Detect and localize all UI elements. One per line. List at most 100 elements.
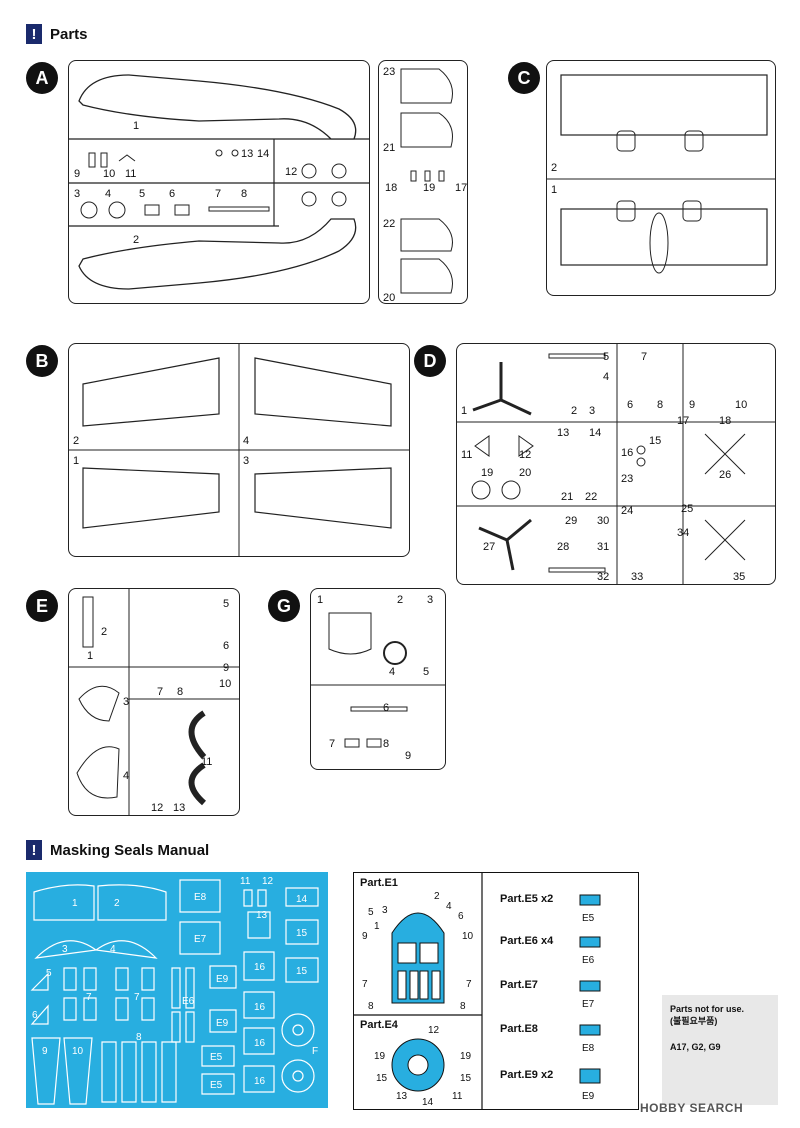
sprue-d-label: 10 — [735, 399, 747, 411]
not-for-use-box: Parts not for use. (불필요부품) A17, G2, G9 — [662, 995, 778, 1105]
sprue-g-frame: 1 2 3 4 5 6 7 8 9 — [310, 588, 446, 770]
sprue-a-small-parts — [80, 149, 347, 219]
sprue-b-drawing: 2 4 1 3 — [69, 344, 409, 556]
part-e9-swatch — [579, 1068, 601, 1084]
sprue-d-label: 8 — [657, 399, 663, 411]
sprue-d-label: 5 — [603, 351, 609, 363]
part-e6-swatch — [579, 936, 601, 948]
mask-label: 13 — [256, 910, 268, 921]
mask-label: 11 — [240, 876, 251, 887]
parts-header: ! Parts — [26, 24, 88, 44]
sprue-a-side-frame: 23 21 18 19 17 22 20 — [378, 60, 468, 304]
sprue-d-label: 23 — [621, 473, 633, 485]
guide-e4-num: 15 — [376, 1073, 388, 1084]
guide-part-code: E7 — [582, 999, 595, 1010]
mask-label: 15 — [296, 966, 308, 977]
sprue-b-label: 2 — [73, 435, 79, 447]
guide-e1-num: 6 — [458, 911, 464, 922]
sprue-d-label: 6 — [627, 399, 633, 411]
sprue-g-label: 1 — [317, 594, 323, 606]
sprue-d-label: 11 — [461, 449, 472, 461]
alert-icon: ! — [26, 840, 42, 860]
mask-label: 16 — [254, 962, 266, 973]
parts-title: Parts — [50, 25, 88, 43]
sprue-d-label: 18 — [719, 415, 731, 427]
sprue-g-label: 3 — [427, 594, 433, 606]
sprue-d-label: 2 — [571, 405, 577, 417]
sprue-d-label: 24 — [621, 505, 633, 517]
part-e8-swatch — [579, 1024, 601, 1036]
sprue-d-drawing: 5 4 1 2 3 6 7 8 9 10 11 12 13 14 15 16 1… — [457, 344, 775, 584]
watermark: HOBBY SEARCH — [640, 1101, 744, 1115]
sprue-a-drawing: 1 2 3 4 5 6 7 8 9 10 11 12 13 14 — [69, 74, 369, 290]
sprue-a-label: 2 — [133, 234, 139, 246]
sprue-e-label: 1 — [87, 650, 93, 662]
sprue-b-label: 3 — [243, 455, 249, 467]
guide-list-item: Part.E9 x2 — [500, 1069, 554, 1081]
sprue-c-badge: C — [508, 62, 540, 94]
sprue-c-label: 2 — [551, 162, 557, 174]
not-for-use-korean: (불필요부품) — [670, 1016, 718, 1027]
masking-title: Masking Seals Manual — [50, 841, 210, 859]
sprue-e-label: 5 — [223, 598, 229, 610]
sprue-a-label: 8 — [241, 188, 247, 200]
part-e5-swatch — [579, 894, 601, 906]
sprue-g-label: 4 — [389, 666, 395, 678]
mask-label: 10 — [72, 1046, 84, 1057]
guide-e4-title: Part.E4 — [360, 1019, 398, 1031]
sprue-b-label: 4 — [243, 435, 249, 447]
propeller-icon — [472, 362, 532, 416]
sprue-a-label: 19 — [423, 182, 435, 194]
guide-e1-num: 1 — [374, 921, 380, 932]
sprue-e-drawing: 1 2 3 4 5 6 7 8 9 10 11 12 13 — [69, 589, 239, 815]
sprue-a-label: 12 — [285, 166, 297, 178]
sprue-a-label: 10 — [103, 168, 115, 180]
guide-e1-num: 7 — [466, 979, 472, 990]
sprue-a-label: 1 — [133, 120, 139, 132]
guide-e1-num: 4 — [446, 901, 452, 912]
propeller-icon — [478, 518, 532, 571]
guide-list-item: Part.E7 — [500, 979, 538, 991]
sprue-b-label: 1 — [73, 455, 79, 467]
guide-e1-num: 5 — [368, 907, 374, 918]
mask-label: 16 — [254, 1076, 266, 1087]
mask-label: 14 — [296, 894, 308, 905]
sprue-d-label: 16 — [621, 447, 633, 459]
guide-e4-num: 11 — [452, 1091, 463, 1102]
sprue-e-frame: 1 2 3 4 5 6 7 8 9 10 11 12 13 — [68, 588, 240, 816]
sprue-d-label: 28 — [557, 541, 569, 553]
mask-label: E6 — [182, 996, 195, 1007]
sprue-g-label: 2 — [397, 594, 403, 606]
sprue-a-label: 5 — [139, 188, 145, 200]
mask-label: 16 — [254, 1038, 266, 1049]
sprue-a-label: 6 — [169, 188, 175, 200]
sprue-e-label: 7 — [157, 686, 163, 698]
sprue-a-label: 7 — [215, 188, 221, 200]
sprue-d-label: 26 — [719, 469, 731, 481]
sprue-d-label: 15 — [649, 435, 661, 447]
mask-label: 15 — [296, 928, 308, 939]
sprue-a-label: 18 — [385, 182, 397, 194]
mask-label: 6 — [32, 1010, 38, 1021]
sprue-d-label: 30 — [597, 515, 609, 527]
sprue-d-label: 7 — [641, 351, 647, 363]
sprue-b-badge: B — [26, 345, 58, 377]
sprue-e-label: 13 — [173, 802, 185, 814]
mask-label: E9 — [216, 974, 229, 985]
sprue-e-label: 4 — [123, 770, 129, 782]
mask-label: 2 — [114, 898, 120, 909]
guide-list-item: Part.E8 — [500, 1023, 538, 1035]
sprue-d-label: 19 — [481, 467, 493, 479]
guide-e1-num: 8 — [460, 1001, 466, 1012]
not-for-use-title: Parts not for use. — [670, 1004, 745, 1014]
sprue-d-frame: 5 4 1 2 3 6 7 8 9 10 11 12 13 14 15 16 1… — [456, 343, 776, 585]
mask-label: E7 — [194, 934, 207, 945]
sprue-e-label: 12 — [151, 802, 163, 814]
guide-part-code: E6 — [582, 955, 595, 966]
sprue-g-drawing: 1 2 3 4 5 6 7 8 9 — [311, 594, 445, 762]
sprue-g-label: 7 — [329, 738, 335, 750]
mask-label: 16 — [254, 1002, 266, 1013]
mask-label: 7 — [134, 992, 140, 1003]
guide-e1-num: 9 — [362, 931, 368, 942]
sprue-e-label: 2 — [101, 626, 107, 638]
